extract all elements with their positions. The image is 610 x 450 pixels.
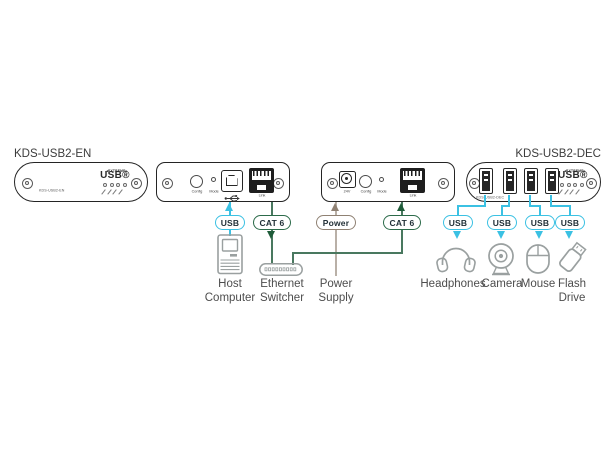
usb-b-port bbox=[221, 170, 243, 192]
mouse-label: Mouse bbox=[520, 278, 556, 290]
decoder-model-print: KDS-USB2-DEC bbox=[476, 196, 505, 200]
link-label: Link bbox=[258, 194, 266, 198]
dc-label: 24V bbox=[343, 190, 351, 194]
arrow-down-icon bbox=[267, 231, 275, 239]
flash-drive-icon bbox=[559, 241, 587, 272]
encoder-front-panel: ◂EXTREME▸ USB® KDS-USB2-EN bbox=[14, 162, 148, 202]
logo-main-text: USB® bbox=[100, 170, 130, 181]
usb-cable-line bbox=[529, 205, 541, 207]
status-leds bbox=[99, 183, 131, 187]
usb-cable-line bbox=[457, 205, 459, 216]
screw-icon bbox=[162, 177, 173, 189]
ethernet-switcher-icon bbox=[259, 263, 303, 276]
host-computer-icon bbox=[217, 234, 243, 275]
usb-cable-line bbox=[484, 195, 486, 207]
screw-icon bbox=[586, 177, 597, 189]
led-icon bbox=[122, 183, 127, 187]
mode-led bbox=[379, 177, 384, 182]
link-rj45-port bbox=[249, 168, 274, 193]
decoder-front-panel: KDS-USB2-DEC ◂EXTREME▸ USB® bbox=[466, 162, 601, 202]
screw-icon bbox=[327, 177, 338, 189]
arrow-down-icon bbox=[497, 231, 505, 239]
usb-trident-icon bbox=[224, 195, 240, 202]
config-button bbox=[190, 175, 203, 188]
usb-badge: USB bbox=[487, 215, 517, 230]
link-rj45-port bbox=[400, 168, 425, 193]
power-supply-label: Power Supply bbox=[318, 278, 354, 304]
encoder-model-print: KDS-USB2-EN bbox=[39, 189, 65, 193]
screw-icon bbox=[22, 177, 33, 189]
camera-icon bbox=[488, 243, 514, 276]
arrow-down-icon bbox=[535, 231, 543, 239]
arrow-up-icon bbox=[331, 203, 339, 211]
usb-cable-line bbox=[501, 205, 510, 207]
mouse-icon bbox=[526, 244, 550, 274]
headphones-label: Headphones bbox=[420, 278, 486, 290]
usb-cable-line bbox=[550, 195, 552, 207]
logo-main-text: USB® bbox=[558, 170, 588, 181]
encoder-title: KDS-USB2-EN bbox=[14, 148, 92, 160]
usb-badge: USB bbox=[443, 215, 473, 230]
cat6-cable-line bbox=[292, 252, 403, 254]
led-icon bbox=[103, 183, 108, 187]
power-badge: Power bbox=[316, 215, 356, 230]
screw-icon bbox=[273, 177, 284, 189]
usb-a-port bbox=[524, 168, 538, 194]
host-computer-label: Host Computer bbox=[204, 278, 256, 304]
usb-cable-line bbox=[569, 205, 571, 216]
arrow-down-icon bbox=[565, 231, 573, 239]
config-label: Config bbox=[360, 190, 372, 194]
arrow-down-icon bbox=[453, 231, 461, 239]
logo-top-text: ◂EXTREME▸ bbox=[564, 169, 586, 173]
usb-badge: USB bbox=[215, 215, 245, 230]
status-leds bbox=[558, 183, 586, 187]
usb-a-port bbox=[503, 168, 517, 194]
usb-a-port bbox=[479, 168, 493, 194]
extreme-usb-logo: ◂EXTREME▸ USB® bbox=[99, 166, 131, 195]
cat6-badge: CAT 6 bbox=[383, 215, 421, 230]
usb-badge: USB bbox=[525, 215, 555, 230]
cat6-badge: CAT 6 bbox=[253, 215, 291, 230]
led-icon bbox=[109, 183, 114, 187]
extreme-usb-logo: ◂EXTREME▸ USB® bbox=[558, 166, 588, 195]
ethernet-switcher-label: Ethernet Switcher bbox=[259, 278, 305, 304]
dc-power-jack bbox=[339, 171, 356, 188]
mode-label: Mode bbox=[209, 190, 219, 194]
usb-cable-line bbox=[529, 195, 531, 207]
power-cable-line bbox=[335, 202, 337, 276]
screw-icon bbox=[438, 177, 449, 189]
usb-a-port bbox=[545, 168, 559, 194]
usb-cable-line bbox=[508, 195, 510, 207]
usb-cable-line bbox=[550, 205, 571, 207]
usb-cable-line bbox=[539, 205, 541, 216]
config-button bbox=[359, 175, 372, 188]
arrow-up-icon bbox=[397, 203, 405, 211]
cat6-cable-line bbox=[292, 252, 294, 265]
mode-led bbox=[211, 177, 216, 182]
flash-drive-label: Flash Drive bbox=[557, 278, 587, 304]
arrow-up-icon bbox=[225, 203, 233, 211]
camera-label: Camera bbox=[481, 278, 523, 290]
mode-label: Mode bbox=[377, 190, 387, 194]
logo-top-text: ◂EXTREME▸ bbox=[106, 169, 128, 173]
encoder-rear-panel: Config Mode Link bbox=[156, 162, 290, 202]
decoder-rear-panel: 24V Config Mode Link bbox=[321, 162, 455, 202]
config-label: Config bbox=[191, 190, 203, 194]
led-labels bbox=[93, 188, 131, 195]
usb-badge: USB bbox=[555, 215, 585, 230]
screw-icon bbox=[131, 177, 142, 189]
led-labels bbox=[552, 188, 586, 195]
link-label: Link bbox=[409, 194, 417, 198]
decoder-title: KDS-USB2-DEC bbox=[515, 148, 601, 160]
led-icon bbox=[116, 183, 121, 187]
usb-cable-line bbox=[457, 205, 486, 207]
headphones-icon bbox=[436, 247, 476, 273]
usb-cable-line bbox=[501, 205, 503, 216]
